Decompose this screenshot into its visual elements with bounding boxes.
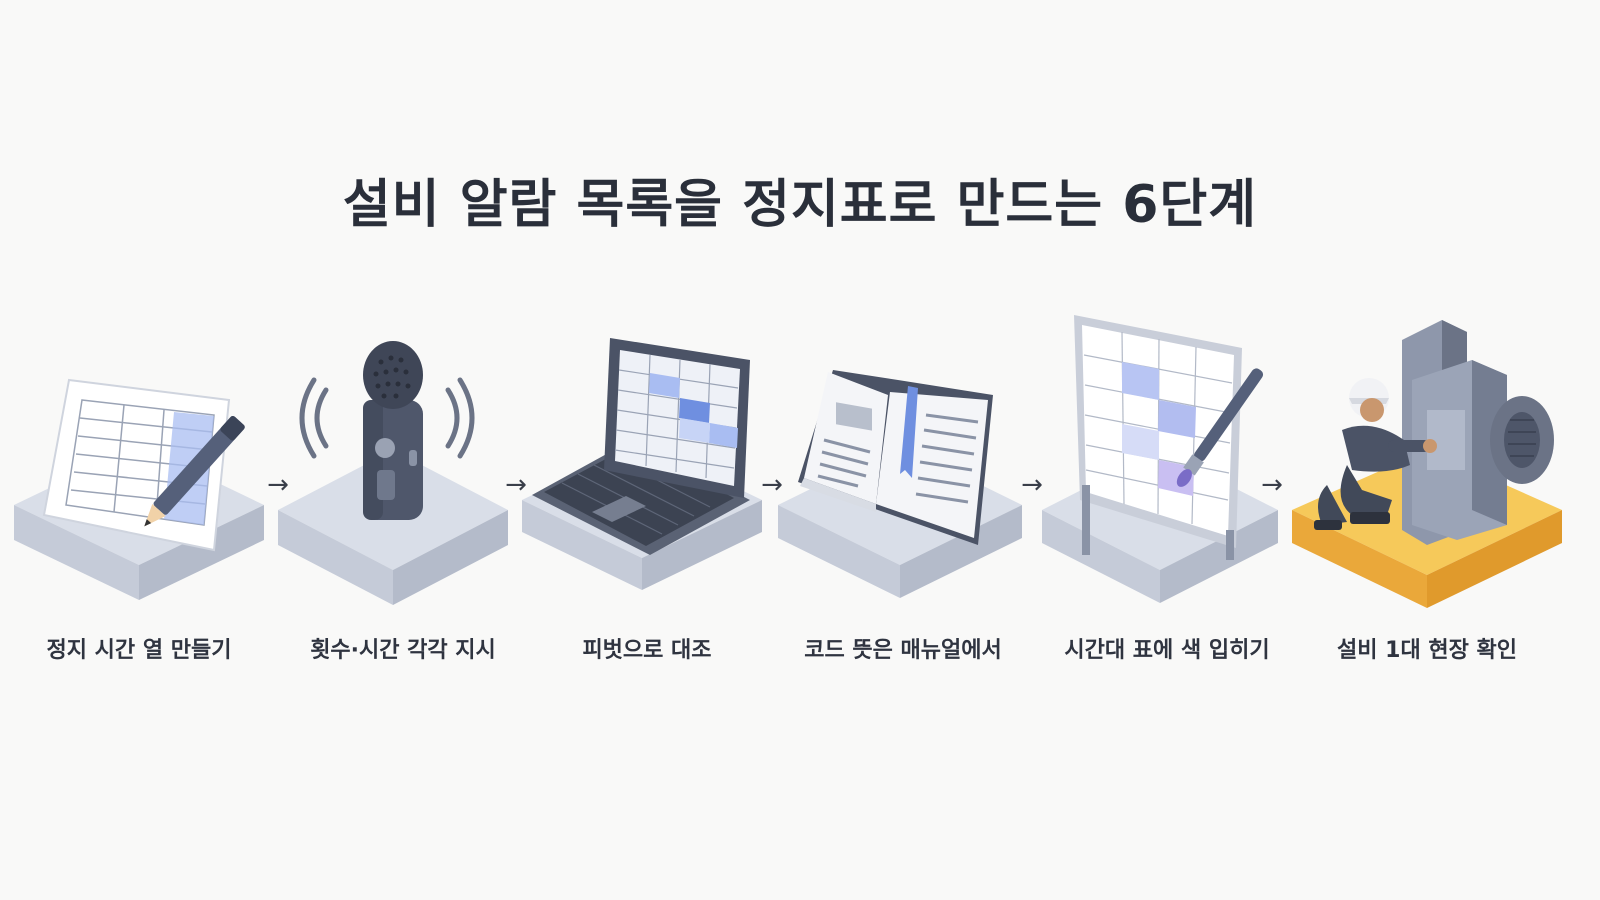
step-1: 정지 시간 열 만들기 — [14, 300, 264, 680]
step-4-label: 코드 뜻은 매뉴얼에서 — [804, 638, 1002, 663]
arrow-5-6: → — [1261, 470, 1283, 500]
step-6-label: 설비 1대 현장 확인 — [1337, 638, 1517, 663]
step-5-label: 시간대 표에 색 입히기 — [1064, 638, 1270, 663]
step-3: 피벗으로 대조 — [522, 300, 772, 680]
step-5: 시간대 표에 색 입히기 — [1042, 300, 1292, 680]
step-4: 코드 뜻은 매뉴얼에서 — [778, 300, 1028, 680]
spreadsheet-pencil-icon — [14, 378, 264, 600]
step-2: 횟수·시간 각각 지시 — [278, 300, 528, 680]
arrow-1-2: → — [267, 470, 289, 500]
step-3-label: 피벗으로 대조 — [582, 638, 712, 663]
arrow-3-4: → — [761, 470, 783, 500]
open-manual-icon — [778, 370, 1022, 598]
laptop-pivot-icon — [522, 338, 762, 590]
arrow-4-5: → — [1021, 470, 1043, 500]
step-2-label: 횟수·시간 각각 지시 — [310, 638, 496, 663]
step-1-label: 정지 시간 열 만들기 — [46, 638, 232, 663]
microphone-icon — [278, 341, 508, 605]
worker-machine-icon — [1292, 320, 1562, 608]
arrow-2-3: → — [505, 470, 527, 500]
page-title: 설비 알람 목록을 정지표로 만드는 6단계 — [342, 175, 1258, 235]
step-6: 설비 1대 현장 확인 — [1292, 300, 1562, 680]
whiteboard-brush-icon — [1042, 315, 1278, 603]
